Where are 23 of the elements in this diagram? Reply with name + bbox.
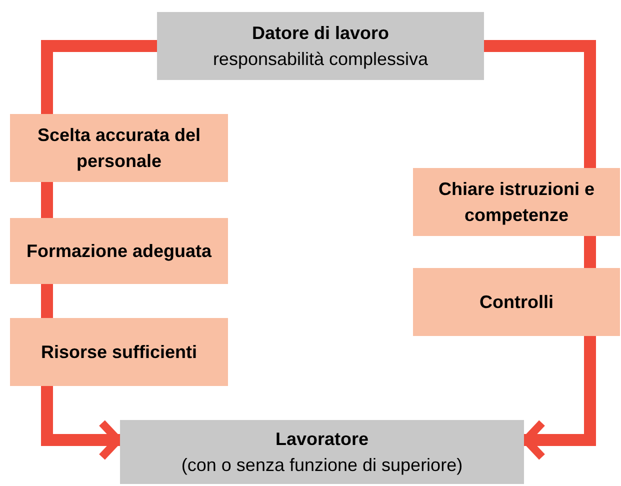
box-heading: Chiare istruzioni e competenze (437, 178, 596, 227)
measure-box (10, 114, 228, 182)
connector-line (584, 236, 596, 268)
role-box (120, 420, 524, 484)
measure-box (413, 168, 620, 236)
box-heading: Datore di lavoro (252, 22, 390, 45)
box-heading: Formazione adeguata (26, 240, 212, 263)
arrow (522, 336, 596, 461)
connector-line (41, 40, 157, 114)
box-heading: Lavoratore (275, 428, 369, 451)
box-heading: Risorse sufficienti (40, 341, 198, 364)
box-subtitle: (con o senza funzione di superiore) (181, 454, 463, 477)
box-heading: Controlli (480, 291, 554, 314)
connector-line (484, 40, 596, 168)
role-box (157, 12, 484, 80)
connector-line (41, 182, 53, 218)
connector-line (41, 284, 53, 318)
measure-box (10, 218, 228, 284)
box-heading: Scelta accurata del personale (36, 124, 202, 173)
measure-box (413, 268, 620, 336)
arrow (41, 386, 122, 461)
measure-box (10, 318, 228, 386)
box-subtitle: responsabilità complessiva (212, 48, 428, 71)
